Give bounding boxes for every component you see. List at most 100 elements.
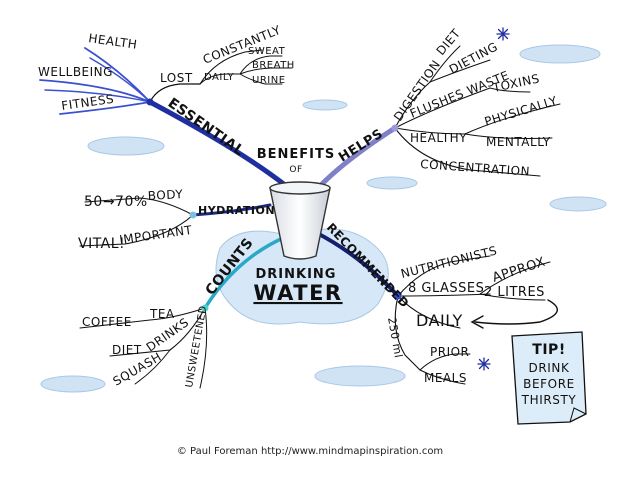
recommended-trunk [313, 230, 400, 298]
hydration-trunk [191, 203, 272, 217]
helps-line-diet [429, 45, 461, 83]
helps-line-toxins [489, 87, 531, 93]
tip-fold [569, 407, 587, 423]
hydration-line-body [84, 197, 194, 216]
counts-node [201, 304, 209, 312]
star-icon [496, 27, 510, 41]
essential-health: HEALTH [88, 31, 139, 52]
recommended-arrow-head [470, 315, 484, 329]
counts-line-tea [79, 307, 206, 329]
puddle-bottom-center [314, 365, 406, 387]
essential-fitness: FITNESS [60, 92, 115, 113]
recommended-line-daily [397, 295, 461, 329]
tip-line-2: BEFORE [523, 377, 575, 391]
hydration-vital: VITAL! [78, 236, 125, 252]
recommended-prior: PRIOR [430, 345, 469, 359]
branch-hydration [79, 197, 272, 247]
tip-line-1: DRINK [529, 361, 570, 375]
copyright-credit: © Paul Foreman http://www.mindmapinspira… [176, 446, 444, 457]
essential-daily: DAILY [204, 72, 235, 83]
essential-line-breath [239, 67, 293, 75]
tip-paper [511, 331, 587, 425]
essential-line-fitness [59, 101, 151, 115]
central-benefits: BENEFITS [257, 147, 336, 162]
helps-physically: PHYSICALLY [483, 93, 559, 128]
counts-tea: TEA [149, 307, 175, 321]
recommended-node [394, 292, 402, 300]
puddle-left [87, 136, 165, 156]
essential-wellbeing: WELLBEING [38, 65, 113, 79]
helps-line-physically [464, 103, 561, 135]
hydration-line-important [79, 214, 194, 247]
recommended-approx: APPROX [491, 255, 548, 286]
essential-line-constantly [199, 49, 263, 85]
helps-healthy: HEALTHY [410, 131, 467, 145]
helps-diet: DIET [434, 26, 464, 58]
essential-breath: BREATH [252, 60, 295, 71]
counts-coffee: COFFEE [82, 315, 132, 329]
counts-drinks: DRINKS [144, 315, 192, 354]
puddle-bottom-left [40, 375, 106, 393]
helps-concentration: CONCENTRATION [420, 157, 531, 179]
essential-trunk [147, 99, 288, 188]
glass-body [269, 187, 331, 260]
counts-diet: DIET [112, 343, 142, 357]
branch-helps [315, 45, 561, 191]
recommended-line-approx [479, 261, 551, 295]
puddle-top-right [519, 44, 601, 64]
essential-line-urine [239, 73, 283, 85]
helps-line-flushes [394, 87, 491, 129]
hydration-label: HYDRATION [198, 204, 275, 217]
recommended-litres: 2 LITRES [484, 285, 545, 300]
helps-line-digestion [394, 81, 431, 129]
branch-essential [39, 47, 293, 188]
helps-line-healthy [394, 127, 466, 135]
recommended-daily: DAILY [416, 311, 463, 330]
essential-sweat: SWEAT [248, 46, 286, 57]
essential-node [146, 98, 154, 106]
recommended-ml: 250 ml [385, 316, 405, 359]
helps-line-dieting [429, 59, 491, 83]
stars [477, 27, 510, 371]
central-of: OF [289, 165, 302, 175]
hydration-percent: 50→70% [84, 194, 148, 210]
puddle-far-right [549, 196, 607, 212]
recommended-line-nutritionists [397, 255, 491, 297]
counts-trunk [203, 236, 285, 310]
helps-line-mentally [464, 133, 553, 139]
branch-counts [79, 236, 285, 389]
recommended-meals: MEALS [424, 371, 467, 385]
recommended-arrow [474, 299, 558, 325]
hydration-body: BODY [147, 187, 183, 203]
essential-urine: URINE [252, 75, 286, 86]
counts-unsweetened: UNSWEETENED [184, 305, 209, 389]
water-glass [269, 181, 331, 260]
hydration-important: IMPORTANT [118, 223, 193, 247]
essential-lost: LOST [160, 71, 193, 85]
essential-line-daily [199, 73, 241, 85]
helps-node [391, 124, 399, 132]
recommended-line-litres [479, 293, 546, 301]
recommended-glasses: 8 GLASSES [408, 281, 484, 296]
recommended-nutritionists: NUTRITIONISTS [399, 243, 498, 281]
helps-label: HELPS [336, 126, 386, 165]
essential-label: ESSENTIAL [165, 95, 247, 159]
tip-line-3: THIRSTY [521, 393, 577, 407]
recommended-line-meals [419, 369, 466, 385]
glass-rim [269, 181, 331, 195]
tip-note: TIP! DRINK BEFORE THIRSTY [511, 331, 587, 425]
essential-line-wellbeing [39, 79, 151, 103]
essential-line-wellbeing-2 [44, 89, 151, 103]
essential-line-sweat [239, 55, 283, 75]
central-water: WATER [253, 281, 342, 305]
puddle-top-center [302, 99, 348, 111]
central-drinking: DRINKING [256, 267, 337, 282]
puddle-right [366, 176, 418, 190]
helps-mentally: MENTALLY [486, 135, 551, 149]
star-icon [477, 357, 491, 371]
hydration-node [189, 211, 197, 219]
counts-line-unsweetened [199, 307, 208, 389]
branch-recommended [313, 230, 558, 385]
